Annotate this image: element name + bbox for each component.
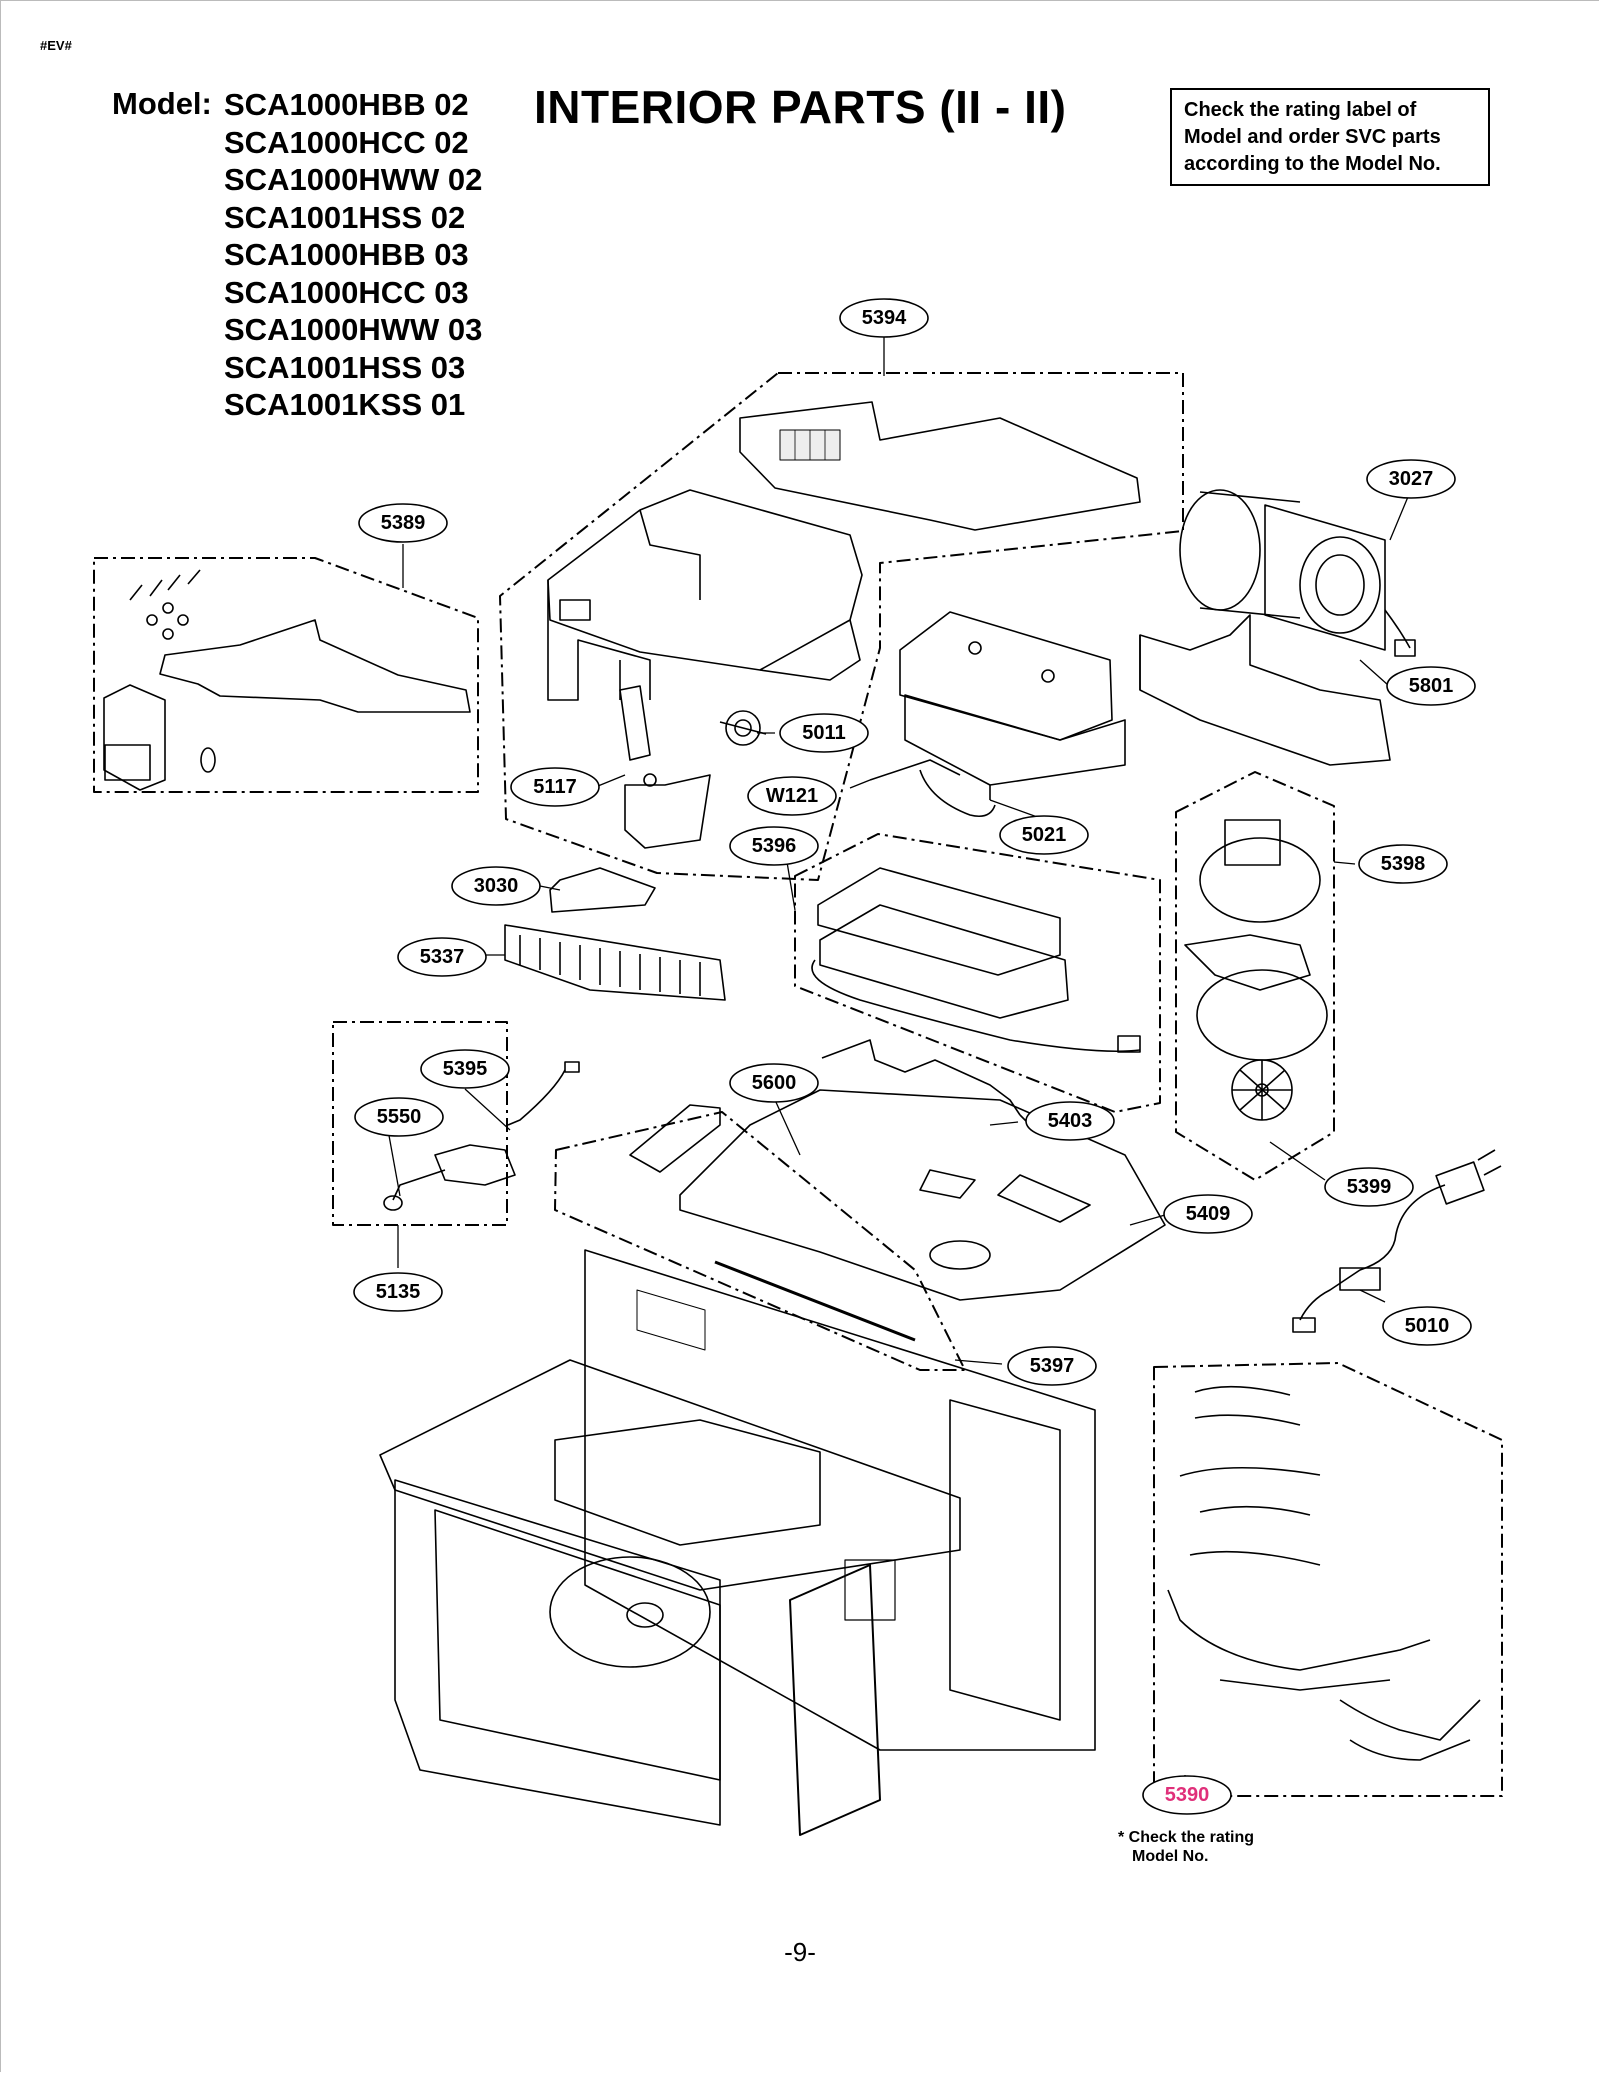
air-guide-3030 <box>549 867 656 913</box>
notice-line: Model and order SVC parts <box>1184 126 1441 148</box>
callout-5117 <box>510 767 600 807</box>
callout-label: 5600 <box>752 1072 797 1094</box>
callout-3030 <box>451 866 541 906</box>
power-cord-5010 <box>1292 1149 1502 1333</box>
callout-5011 <box>779 713 869 753</box>
callout-5550 <box>354 1097 444 1137</box>
callout-label: 5395 <box>443 1058 488 1080</box>
model-item: SCA1000HWW 02 <box>224 162 483 197</box>
oven-cavity <box>379 1249 1096 1836</box>
callout-W121 <box>747 776 837 816</box>
group-outline-5394 <box>499 372 1184 881</box>
model-list: SCA1000HBB 02 SCA1000HCC 02 SCA1000HWW 0… <box>224 86 482 424</box>
heater-assembly <box>811 867 1141 1053</box>
group-outline-5389 <box>93 557 479 793</box>
callout-label: 5011 <box>802 722 845 744</box>
callout-label: 5396 <box>752 835 797 857</box>
callout-label: 3027 <box>1389 468 1434 490</box>
fan-bracket-plate <box>1139 614 1391 766</box>
model-item: SCA1000HWW 03 <box>224 312 483 347</box>
thermostat-part <box>719 710 767 746</box>
sensor-holder <box>383 1061 580 1211</box>
page-number: -9- <box>784 1937 816 1967</box>
callout-label: 5135 <box>376 1281 421 1303</box>
callout-label: 5399 <box>1347 1176 1392 1198</box>
leader-lines <box>387 336 1411 1798</box>
footnote-line: * Check the rating <box>1118 1829 1255 1846</box>
group-outline-5395 <box>332 1021 508 1226</box>
callout-3027 <box>1366 459 1456 499</box>
model-item: SCA1001HSS 03 <box>224 349 466 385</box>
convection-motor <box>1184 819 1328 1121</box>
footnote: * Check the rating Model No. <box>1118 1828 1254 1866</box>
group-outline-5390 <box>1153 1362 1503 1797</box>
model-item: SCA1000HBB 02 <box>224 87 469 122</box>
notice-box: Check the rating label of Model and orde… <box>1170 88 1490 186</box>
callout-ovals <box>353 298 1476 1815</box>
callout-5135 <box>353 1272 443 1312</box>
callout-5389 <box>358 503 448 543</box>
callout-5600 <box>729 1063 819 1103</box>
callout-5403 <box>1025 1101 1115 1141</box>
model-item: SCA1000HBB 03 <box>224 237 469 272</box>
model-item: SCA1000HCC 02 <box>224 124 469 160</box>
callout-label: 5801 <box>1409 675 1454 697</box>
vent-grille-5337 <box>504 924 726 1001</box>
callout-5397 <box>1007 1346 1097 1386</box>
callout-label-highlight: 5390 <box>1165 1784 1210 1806</box>
wire-harness-w121 <box>869 759 996 818</box>
wire-harness-set <box>1167 1385 1481 1761</box>
callout-label: 5394 <box>862 307 907 329</box>
bar-5397 <box>714 1260 916 1342</box>
callout-5337 <box>397 937 487 977</box>
notice-line: according to the Model No. <box>1184 153 1441 175</box>
group-outline-5397 <box>554 1111 966 1371</box>
callout-5399 <box>1324 1167 1414 1207</box>
callout-5398 <box>1358 844 1448 884</box>
heater-element-5403 <box>821 1039 1031 1126</box>
callout-5010 <box>1382 1306 1472 1346</box>
callout-label: 5397 <box>1030 1355 1075 1377</box>
callout-label: 5398 <box>1381 853 1426 875</box>
callout-label: 5337 <box>420 946 465 968</box>
callout-5394 <box>839 298 929 338</box>
callout-5395 <box>420 1049 510 1089</box>
notice-line: Check the rating label of <box>1184 99 1417 121</box>
callout-5801 <box>1386 666 1476 706</box>
blower-fan-motor <box>1179 489 1416 657</box>
callout-label: 5117 <box>533 776 576 798</box>
footnote-line: Model No. <box>1132 1848 1209 1865</box>
base-plate-5409 <box>679 1089 1166 1301</box>
callout-label: 5010 <box>1405 1315 1450 1337</box>
callout-label: 3030 <box>474 875 519 897</box>
group-outline-5398 <box>1175 771 1335 1181</box>
callout-5409 <box>1163 1194 1253 1234</box>
callout-5021 <box>999 815 1089 855</box>
callout-label: 5021 <box>1022 824 1067 846</box>
callout-label: W121 <box>766 785 818 807</box>
air-duct-assembly <box>547 489 863 701</box>
group-outline-5396 <box>794 833 1161 1113</box>
callout-label: 5403 <box>1048 1110 1093 1132</box>
model-label: Model: <box>112 86 212 121</box>
callout-labels: 5394 3027 5389 5801 5011 5117 W121 5021 … <box>376 307 1454 1806</box>
model-item: SCA1001HSS 02 <box>224 199 466 235</box>
model-item: SCA1000HCC 03 <box>224 274 469 310</box>
callout-label: 5409 <box>1186 1203 1231 1225</box>
magnetron-mount <box>899 611 1126 800</box>
page-title: INTERIOR PARTS (II - II) <box>534 81 1067 133</box>
document-tag: #EV# <box>40 38 72 53</box>
switch-holder <box>619 685 711 849</box>
callout-label: 5550 <box>377 1106 422 1128</box>
callout-label: 5389 <box>381 512 426 534</box>
callout-5396 <box>729 826 819 866</box>
callout-5390 <box>1142 1775 1232 1815</box>
model-item: SCA1001KSS 01 <box>224 387 466 422</box>
screw-kit <box>103 569 471 791</box>
top-cover-plate <box>739 401 1141 531</box>
bracket-5600 <box>629 1104 721 1173</box>
